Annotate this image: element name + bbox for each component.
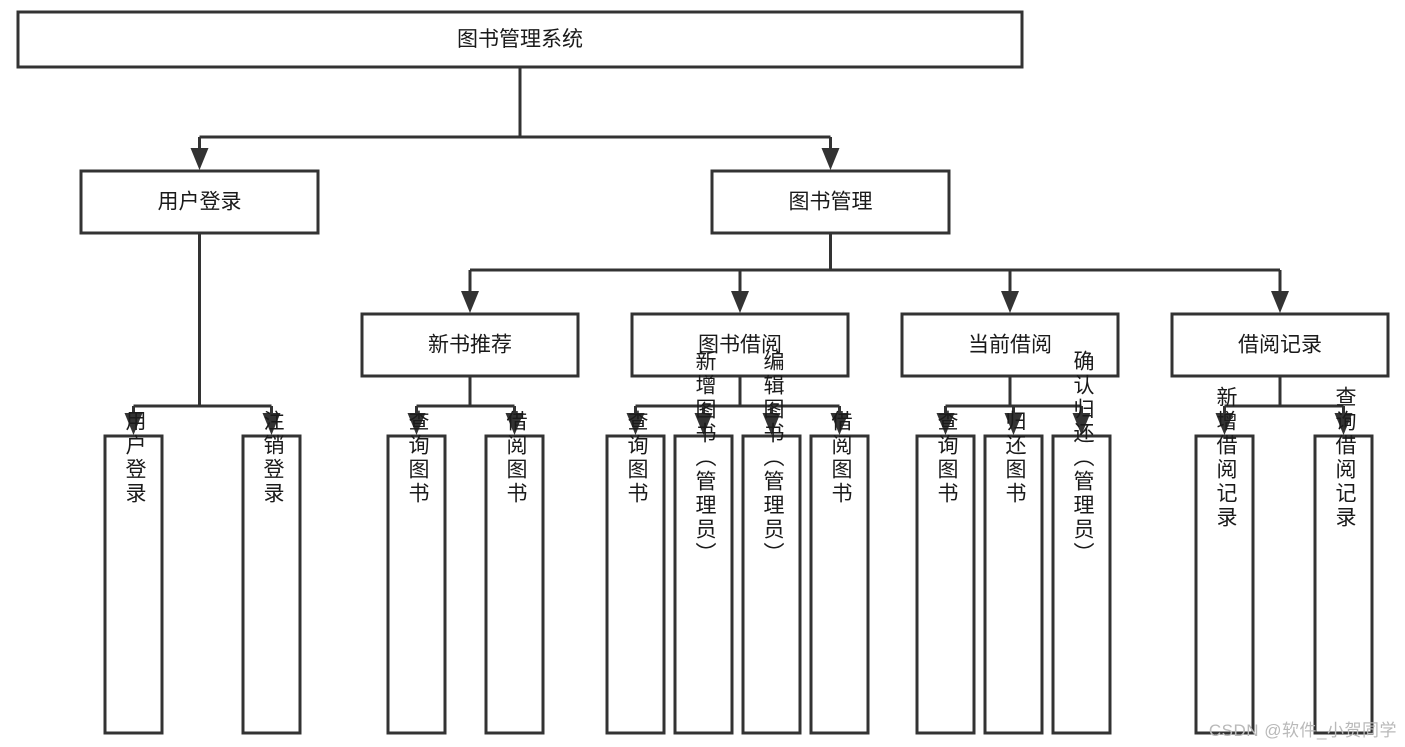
edge-group-book_borrow (626, 376, 849, 435)
node-box (983, 434, 1044, 735)
node-box (1313, 434, 1374, 735)
edge-group-current_borrow (936, 376, 1091, 435)
node-label: 查询图书 (406, 410, 430, 506)
node-box (16, 10, 1024, 69)
node-user-login[interactable]: 用户登录 (79, 169, 320, 235)
node-new-book-rec[interactable]: 新书推荐 (360, 312, 580, 378)
arrow-head-icon (262, 413, 281, 435)
arrow-head-icon (190, 148, 209, 170)
node-box (1194, 434, 1255, 735)
node-label: 借阅记录 (1238, 334, 1322, 357)
node-leaf-add-record[interactable]: 新增借阅记录 (1194, 386, 1255, 735)
arrow-head-icon (936, 413, 955, 435)
edge-group-root (190, 67, 840, 170)
arrow-head-icon (407, 413, 426, 435)
node-box (900, 312, 1120, 378)
arrow-head-icon (1072, 413, 1091, 435)
node-label: 新增图书（管理员） (693, 350, 717, 566)
edge-group-user_login (124, 233, 281, 435)
node-box (386, 434, 447, 735)
arrow-head-icon (124, 413, 143, 435)
arrow-head-icon (626, 413, 645, 435)
node-book-borrow[interactable]: 图书借阅 (630, 312, 850, 378)
node-label: 用户登录 (158, 191, 242, 214)
arrow-head-icon (1271, 291, 1289, 313)
arrow-head-icon (830, 413, 849, 435)
node-book-manage[interactable]: 图书管理 (710, 169, 951, 235)
node-box (710, 169, 951, 235)
node-leaf-query-record[interactable]: 查询借阅记录 (1313, 386, 1374, 735)
node-label: 图书管理 (789, 191, 873, 214)
node-label: 注销登录 (261, 410, 285, 506)
edge-group-book_manage (461, 233, 1289, 313)
node-label: 图书管理系统 (457, 28, 583, 51)
arrow-head-icon (1004, 413, 1023, 435)
node-box (915, 434, 976, 735)
node-box (673, 434, 734, 735)
node-leaf-user-login[interactable]: 用户登录 (103, 410, 164, 735)
node-leaf-query-book-3[interactable]: 查询图书 (915, 410, 976, 735)
node-label: 查询借阅记录 (1333, 386, 1357, 530)
node-label: 编辑图书（管理员） (761, 350, 785, 566)
node-layer: 图书管理系统用户登录图书管理新书推荐图书借阅当前借阅借阅记录用户登录注销登录查询… (16, 10, 1390, 735)
arrow-head-icon (821, 148, 840, 170)
node-leaf-query-book-1[interactable]: 查询图书 (386, 410, 447, 735)
node-label: 确认归还（管理员） (1071, 350, 1095, 566)
node-label: 归还图书 (1003, 410, 1027, 506)
node-current-borrow[interactable]: 当前借阅 (900, 312, 1120, 378)
node-leaf-edit-book[interactable]: 编辑图书（管理员） (741, 350, 802, 735)
node-leaf-logout[interactable]: 注销登录 (241, 410, 302, 735)
arrow-head-icon (731, 291, 749, 313)
node-label: 借阅图书 (829, 410, 853, 506)
arrow-head-icon (1215, 413, 1234, 435)
node-label: 新增借阅记录 (1214, 386, 1238, 530)
node-label: 查询图书 (935, 410, 959, 506)
node-box (605, 434, 666, 735)
arrow-head-icon (694, 413, 713, 435)
node-leaf-borrow-book-1[interactable]: 借阅图书 (484, 410, 545, 735)
node-box (360, 312, 580, 378)
node-box (484, 434, 545, 735)
node-label: 用户登录 (123, 410, 147, 506)
edge-group-new_book_rec (407, 376, 524, 435)
arrow-head-icon (505, 413, 524, 435)
node-leaf-borrow-book-2[interactable]: 借阅图书 (809, 410, 870, 735)
node-label: 借阅图书 (504, 410, 528, 506)
node-leaf-return-book[interactable]: 归还图书 (983, 410, 1044, 735)
node-leaf-add-book[interactable]: 新增图书（管理员） (673, 350, 734, 735)
node-box (630, 312, 850, 378)
node-box (1170, 312, 1390, 378)
node-box (741, 434, 802, 735)
node-box (79, 169, 320, 235)
node-box (809, 434, 870, 735)
arrow-head-icon (1001, 291, 1019, 313)
node-box (103, 434, 164, 735)
arrow-head-icon (1334, 413, 1353, 435)
node-label: 当前借阅 (968, 334, 1052, 357)
node-label: 图书借阅 (698, 334, 782, 357)
edge-group-borrow_record (1215, 376, 1353, 435)
arrow-head-icon (461, 291, 479, 313)
node-leaf-confirm-return[interactable]: 确认归还（管理员） (1051, 350, 1112, 735)
node-leaf-query-book-2[interactable]: 查询图书 (605, 410, 666, 735)
arrow-head-icon (762, 413, 781, 435)
edge-layer (124, 67, 1353, 435)
node-root[interactable]: 图书管理系统 (16, 10, 1024, 69)
node-box (1051, 434, 1112, 735)
node-label: 新书推荐 (428, 334, 512, 357)
node-borrow-record[interactable]: 借阅记录 (1170, 312, 1390, 378)
node-box (241, 434, 302, 735)
node-label: 查询图书 (625, 410, 649, 506)
